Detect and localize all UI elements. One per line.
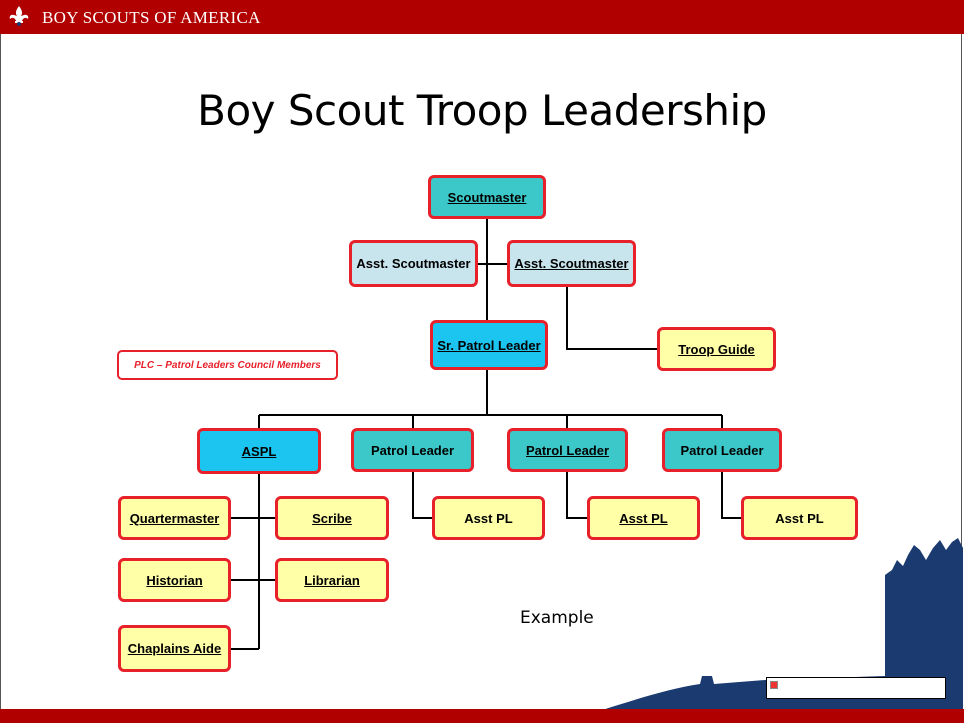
node-asst-pl-2: Asst PL — [587, 496, 700, 540]
node-aspl: ASPL — [197, 428, 321, 474]
node-librarian: Librarian — [275, 558, 389, 602]
node-patrol-leader-3: Patrol Leader — [662, 428, 782, 472]
org-name: BOY SCOUTS OF AMERICA — [42, 8, 261, 27]
node-asst-pl-1: Asst PL — [432, 496, 545, 540]
bsa-fleur-de-lis-icon — [9, 6, 29, 26]
node-asst-scoutmaster-left: Asst. Scoutmaster — [349, 240, 478, 287]
page-title: Boy Scout Troop Leadership — [197, 86, 767, 135]
node-patrol-leader-2: Patrol Leader — [507, 428, 628, 472]
node-chaplains-aide: Chaplains Aide — [118, 625, 231, 672]
node-historian: Historian — [118, 558, 231, 602]
node-scribe: Scribe — [275, 496, 389, 540]
embedded-object-placeholder — [766, 677, 946, 699]
example-caption: Example — [520, 608, 594, 628]
node-sr-patrol-leader: Sr. Patrol Leader — [430, 320, 548, 370]
node-quartermaster: Quartermaster — [118, 496, 231, 540]
node-asst-scoutmaster-right: Asst. Scoutmaster — [507, 240, 636, 287]
node-scoutmaster: Scoutmaster — [428, 175, 546, 219]
node-troop-guide: Troop Guide — [657, 327, 776, 371]
header-bar: BOY SCOUTS OF AMERICA — [0, 0, 964, 34]
footer-bar — [0, 709, 964, 723]
broken-image-icon — [770, 681, 778, 689]
plc-legend-note: PLC – Patrol Leaders Council Members — [117, 350, 338, 380]
node-asst-pl-3: Asst PL — [741, 496, 858, 540]
node-patrol-leader-1: Patrol Leader — [351, 428, 474, 472]
